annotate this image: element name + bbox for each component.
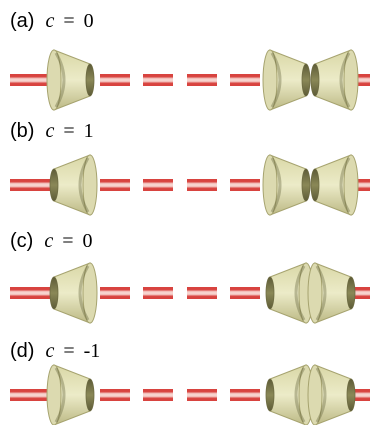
bead-3-wide-face xyxy=(307,364,323,425)
bead-3-narrow-face xyxy=(310,63,320,97)
rod-segment xyxy=(230,287,260,299)
bead-3 xyxy=(307,262,356,324)
bead-3-narrow-face xyxy=(346,276,356,310)
bead-3-shading xyxy=(315,265,327,321)
bead-1-shading xyxy=(78,265,90,321)
rod-segment xyxy=(143,389,173,401)
bead-2-shading xyxy=(270,157,282,213)
bead-2-shading xyxy=(270,52,282,108)
panel-a-tag: (a) xyxy=(10,10,34,32)
bead-2 xyxy=(262,49,311,111)
panel-a: (a) c = 0 xyxy=(10,10,370,111)
bead-3 xyxy=(310,154,359,216)
panel-d-tag: (d) xyxy=(10,340,34,362)
panel-b-chain xyxy=(10,154,370,216)
bead-1-shading xyxy=(54,367,66,423)
bead-3-shading xyxy=(339,52,351,108)
panel-a-variable: c xyxy=(45,10,54,32)
panel-b-tag: (b) xyxy=(10,120,34,142)
panel-b-equals: = xyxy=(63,120,74,142)
rod-segment xyxy=(143,179,173,191)
rod-segment xyxy=(187,389,217,401)
bead-1 xyxy=(46,364,95,425)
panel-d-equals: = xyxy=(63,340,74,362)
bead-3-wide-face xyxy=(307,262,323,324)
panel-c-variable: c xyxy=(44,230,53,252)
panel-c-label: (c) c = 0 xyxy=(10,230,93,252)
bead-1-narrow-face xyxy=(49,276,59,310)
panel-d-variable: c xyxy=(45,340,54,362)
rod-segment xyxy=(143,287,173,299)
bead-2-narrow-face xyxy=(265,378,275,412)
panel-c: (c) c = 0 xyxy=(10,230,370,324)
panel-c-tag: (c) xyxy=(10,230,33,252)
bead-1-narrow-face xyxy=(85,63,95,97)
bead-3-wide-face xyxy=(343,49,359,111)
rod-segment xyxy=(187,287,217,299)
bead-3 xyxy=(310,49,359,111)
rod-segment xyxy=(230,74,260,86)
rod-segment xyxy=(100,179,130,191)
bead-2-narrow-face xyxy=(301,63,311,97)
rod-segment xyxy=(100,287,130,299)
bead-2-narrow-face xyxy=(301,168,311,202)
panel-d-label: (d) c = -1 xyxy=(10,340,100,362)
panel-d-value: -1 xyxy=(84,340,101,362)
bead-3-narrow-face xyxy=(310,168,320,202)
bead-2 xyxy=(262,154,311,216)
bead-3 xyxy=(307,364,356,425)
panel-b-label: (b) c = 1 xyxy=(10,120,94,142)
bead-1-wide-face xyxy=(46,49,62,111)
rod-segment xyxy=(100,389,130,401)
bead-1-wide-face xyxy=(82,154,98,216)
rod-segment xyxy=(143,74,173,86)
bead-1 xyxy=(49,262,98,324)
bead-3-shading xyxy=(339,157,351,213)
panel-c-chain xyxy=(10,262,370,324)
panel-a-value: 0 xyxy=(84,10,94,32)
panel-d-chain xyxy=(10,364,370,425)
rod-segment xyxy=(230,389,260,401)
bead-2-shading xyxy=(294,367,306,423)
rod-segment xyxy=(187,74,217,86)
panel-a-label: (a) c = 0 xyxy=(10,10,94,32)
panel-b-variable: c xyxy=(45,120,54,142)
bead-1 xyxy=(46,49,95,111)
bead-2-wide-face xyxy=(262,49,278,111)
bead-2-shading xyxy=(294,265,306,321)
panel-c-equals: = xyxy=(62,230,73,252)
bead-1-shading xyxy=(54,52,66,108)
panel-d: (d) c = -1 xyxy=(10,340,370,425)
bead-2-narrow-face xyxy=(265,276,275,310)
bead-2-wide-face xyxy=(262,154,278,216)
rod-segment xyxy=(10,179,62,191)
bead-1-narrow-face xyxy=(85,378,95,412)
bead-1-shading xyxy=(78,157,90,213)
panel-b: (b) c = 1 xyxy=(10,120,370,216)
rod-segment xyxy=(10,287,62,299)
panel-a-chain xyxy=(10,49,370,111)
panel-c-value: 0 xyxy=(83,230,93,252)
panel-a-equals: = xyxy=(63,10,74,32)
bead-3-narrow-face xyxy=(346,378,356,412)
rod-segment xyxy=(187,179,217,191)
bead-2 xyxy=(265,262,314,324)
bead-1-wide-face xyxy=(46,364,62,425)
bead-2 xyxy=(265,364,314,425)
bead-1 xyxy=(49,154,98,216)
rod-segment xyxy=(100,74,130,86)
panel-b-value: 1 xyxy=(84,120,94,142)
bead-1-wide-face xyxy=(82,262,98,324)
bead-1-narrow-face xyxy=(49,168,59,202)
rod-segment xyxy=(230,179,260,191)
bead-3-wide-face xyxy=(343,154,359,216)
bead-3-shading xyxy=(315,367,327,423)
